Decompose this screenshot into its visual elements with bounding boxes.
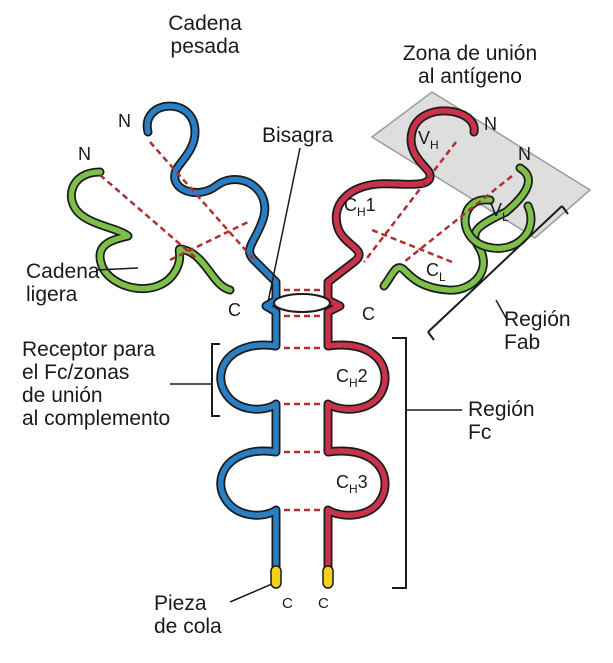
fab-region-bracket-end1 xyxy=(427,331,435,341)
heavy-chain-right-color xyxy=(325,108,477,571)
fc-region-bracket xyxy=(392,337,407,589)
fab-region-label: Región Fab xyxy=(504,308,571,354)
tail-piece-label: Pieza de cola xyxy=(154,592,222,638)
ch2-domain-label: CH2 xyxy=(336,366,368,390)
fc-receptor-label: Receptor para el Fc/zonas de unión al co… xyxy=(22,338,171,430)
antigen-binding-zone-box xyxy=(370,91,592,239)
fc-region-label: Región Fc xyxy=(468,398,535,444)
c-terminal-light-left: C xyxy=(228,300,241,320)
n-terminal-light-right: N xyxy=(518,144,531,164)
vl-domain-label: VL xyxy=(490,200,509,224)
tail-piece-right xyxy=(322,565,334,589)
tail-piece-left xyxy=(270,565,282,589)
disulfide-bonds xyxy=(99,141,513,512)
antigen-zone-label: Zona de unión al antígeno xyxy=(402,42,538,88)
leader-lines xyxy=(95,147,507,603)
vl-domain-loop-color xyxy=(462,197,534,251)
light-chain-right-color xyxy=(381,165,532,293)
c-terminal-heavy-right: C xyxy=(318,595,329,612)
c-terminal-light-right: C xyxy=(362,304,375,324)
n-terminal-heavy-right: N xyxy=(484,114,497,134)
light-chain-label: Cadena ligera xyxy=(26,260,100,306)
ch3-domain-label: CH3 xyxy=(336,472,368,496)
hinge-label: Bisagra xyxy=(262,124,334,147)
light-chain-left-color xyxy=(68,169,233,293)
fab-region-bracket-end2 xyxy=(561,205,569,215)
ch1-domain-label: CH1 xyxy=(344,195,376,219)
heavy-chain-label: Cadena pesada xyxy=(168,12,242,58)
vh-domain-label: VH xyxy=(418,128,439,152)
hinge-loop xyxy=(273,293,331,313)
c-terminal-heavy-left: C xyxy=(282,595,293,612)
cl-domain-label: CL xyxy=(426,260,446,284)
n-terminal-heavy-left: N xyxy=(118,111,131,131)
fc-receptor-bracket xyxy=(211,343,220,417)
n-terminal-light-left: N xyxy=(78,144,91,164)
fab-region-bracket xyxy=(427,205,563,333)
